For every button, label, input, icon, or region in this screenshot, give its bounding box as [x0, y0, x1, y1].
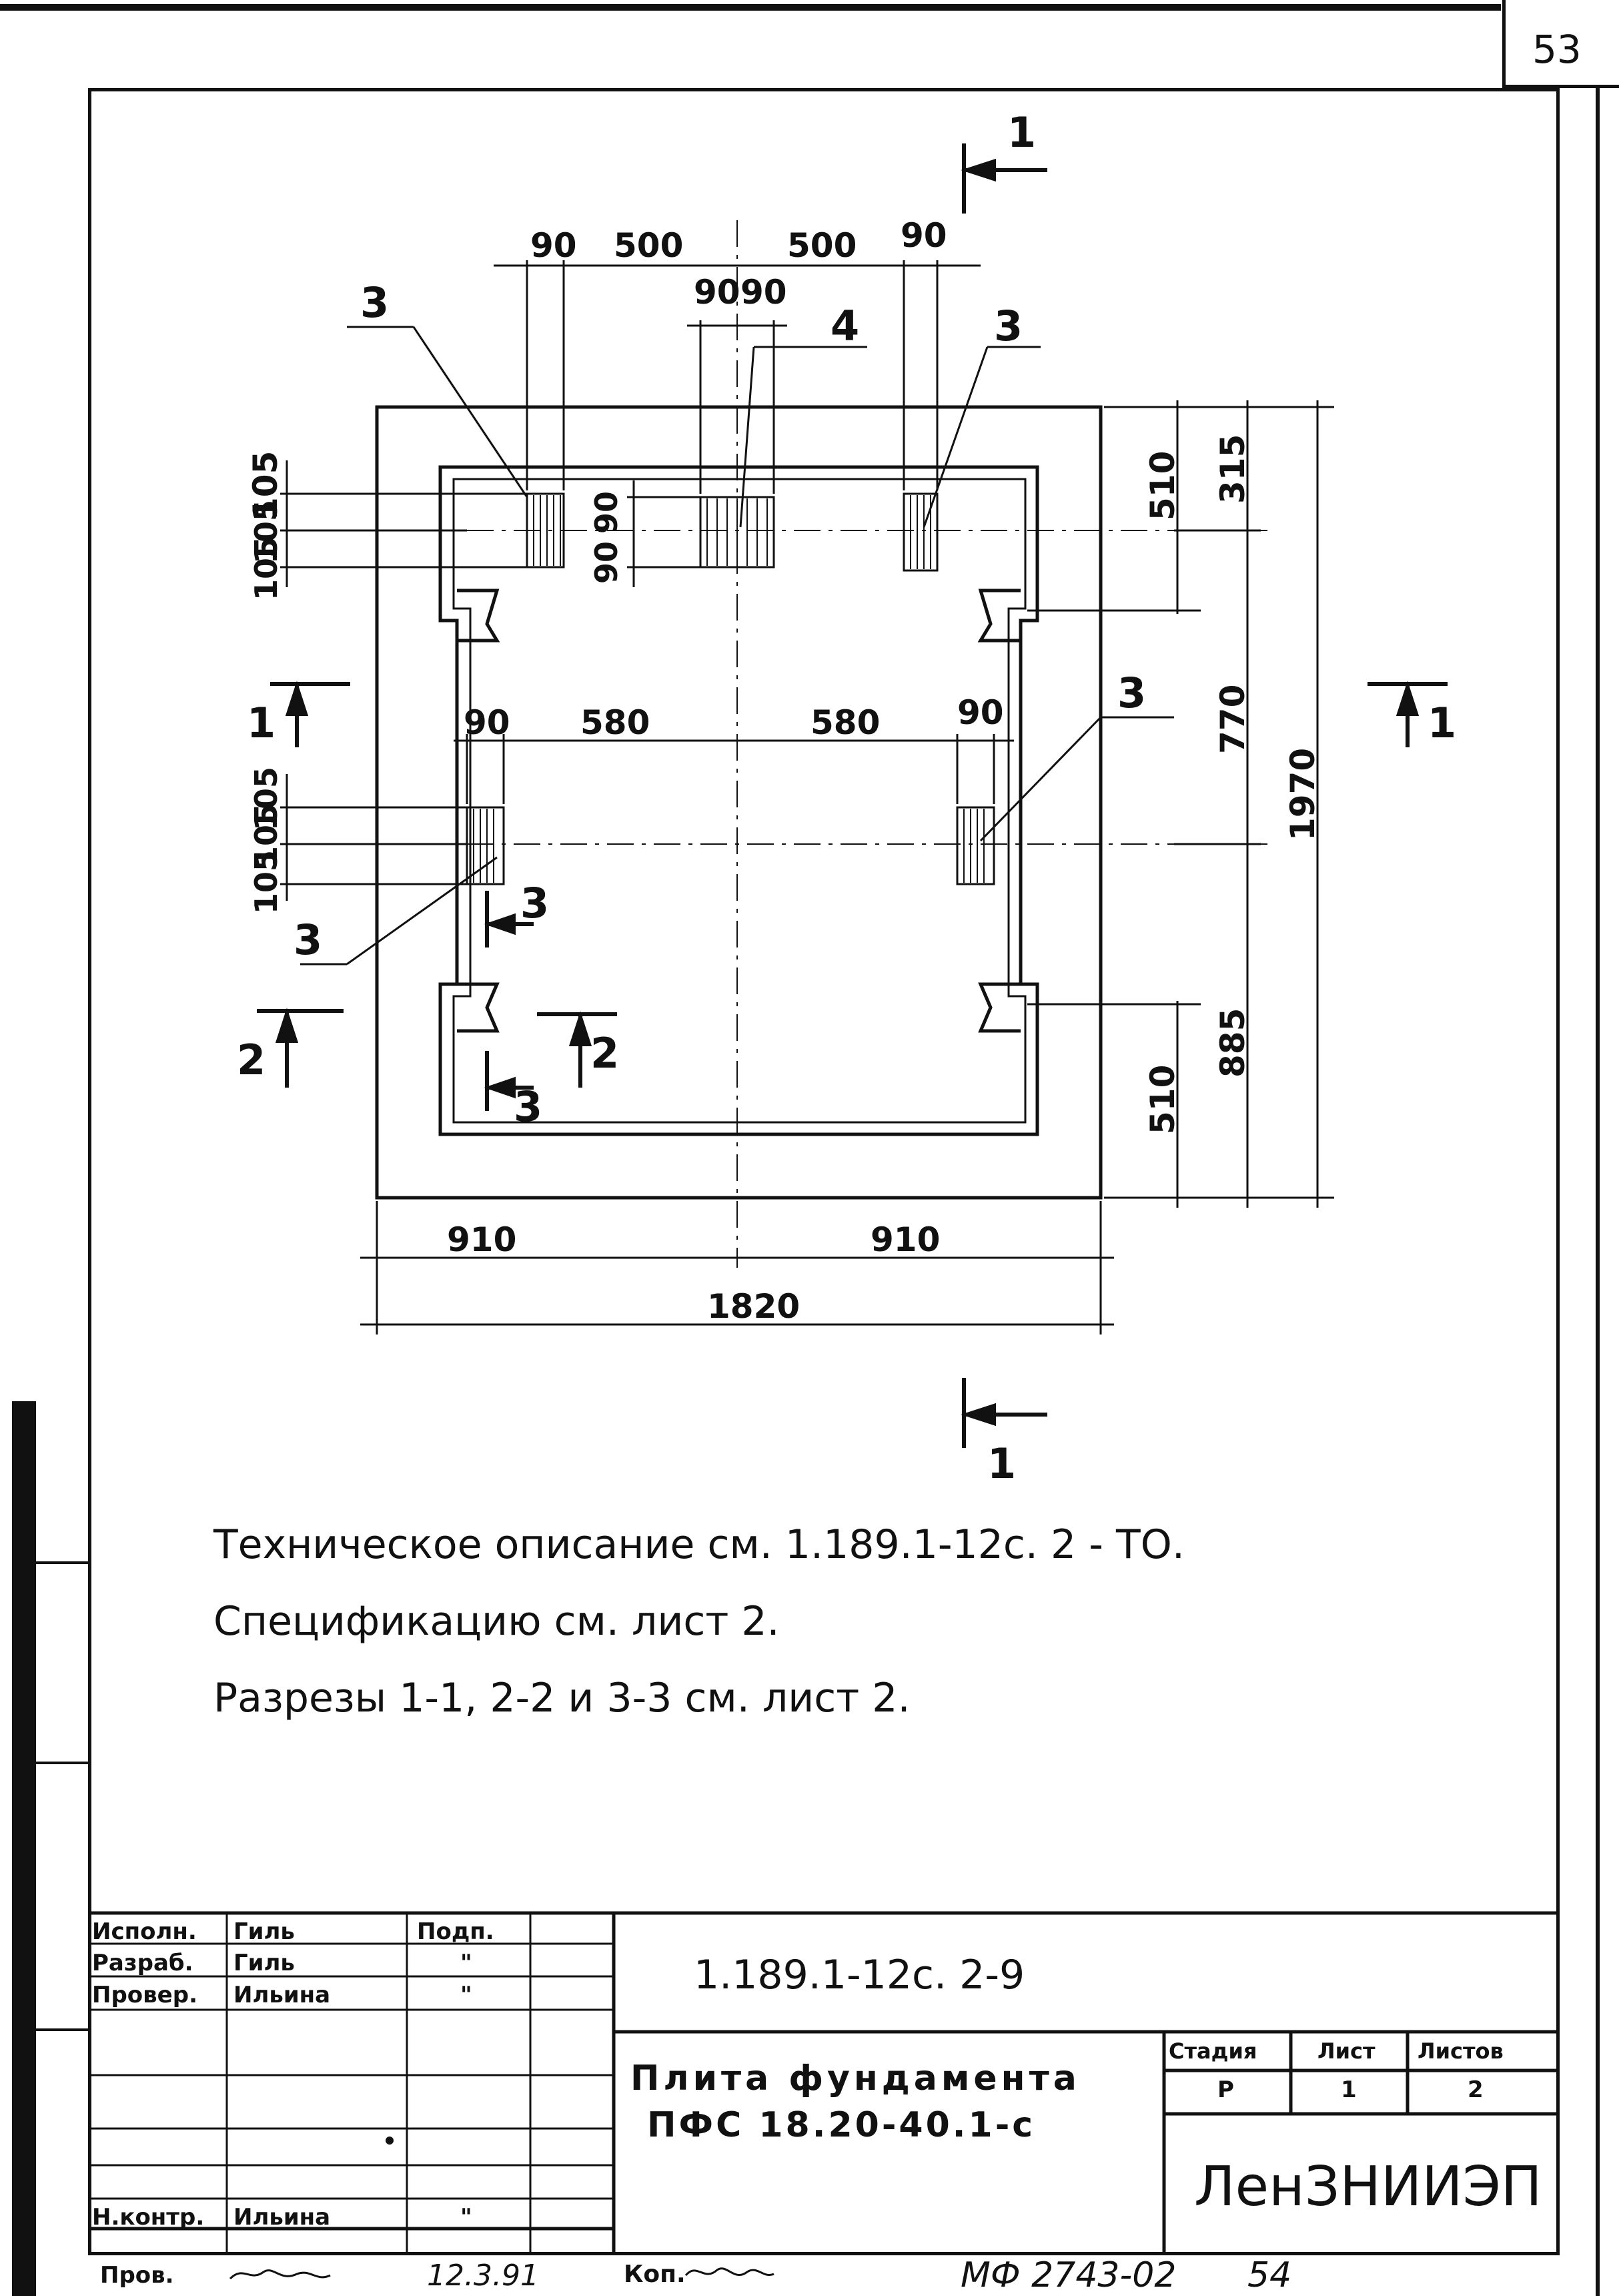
dim-text: 580 — [811, 703, 880, 742]
footer-kop-label: Коп. — [624, 2261, 686, 2288]
note-sections: Разрезы 1-1, 2-2 и 3-3 см. лист 2. — [213, 1675, 911, 1721]
binding-mark — [36, 1561, 88, 1564]
tb-sign: Подп. — [417, 1918, 494, 1945]
dim-text: 510 — [1143, 1065, 1182, 1134]
section-label: 1 — [247, 699, 276, 747]
dim-text: 105 — [248, 500, 284, 564]
sheet-corner-box: 53 — [1502, 0, 1619, 88]
dim-text: 510 — [1143, 451, 1182, 520]
tb-role: Разраб. — [92, 1950, 193, 1976]
dim-text: 315 — [1213, 434, 1252, 504]
organization-name: ЛенЗНИИЭП — [1194, 2155, 1542, 2219]
tb-name: Гиль — [233, 1950, 295, 1976]
tb-name: Гиль — [233, 1918, 295, 1945]
section-label: 1 — [987, 1439, 1016, 1488]
callout-number: 3 — [994, 302, 1023, 350]
embedded-plate — [956, 806, 995, 885]
stage-value: Р — [1217, 2076, 1234, 2103]
section-label: 1 — [1007, 108, 1036, 157]
top-border-rule — [0, 4, 1501, 11]
footer-page: 54 — [1247, 2255, 1292, 2295]
dim-text: 910 — [447, 1220, 516, 1259]
section-label: 2 — [590, 1029, 619, 1078]
dim-text: 105 — [248, 767, 284, 831]
tb-role: Исполн. — [92, 1918, 197, 1945]
section-label: 3 — [520, 879, 549, 927]
lifting-lug — [978, 982, 1021, 1033]
drawing-title: Плита фундамента — [630, 2058, 1081, 2098]
dot-mark — [386, 2137, 394, 2145]
drawing-mark: ПФС 18.20-40.1-с — [647, 2105, 1036, 2145]
embedded-plate — [903, 492, 939, 572]
slab-outline — [375, 405, 1103, 1200]
dim-text: 90 — [957, 693, 1004, 732]
tb-sign: " — [460, 1982, 472, 2008]
dim-text: 90 — [740, 273, 787, 312]
dim-text: 90 — [588, 541, 624, 584]
sheet-header: Лист — [1317, 2038, 1376, 2064]
callout-number: 4 — [831, 302, 859, 350]
dim-text: 1820 — [707, 1287, 800, 1326]
sheet-value: 1 — [1341, 2076, 1357, 2103]
dim-text: 90 — [530, 226, 577, 265]
handwritten-signature — [229, 2269, 331, 2280]
section-label: 3 — [514, 1082, 542, 1131]
dim-text: 1970 — [1283, 748, 1322, 841]
lifting-lug — [457, 982, 500, 1033]
callout-number: 3 — [1117, 669, 1146, 717]
dim-text: 500 — [614, 226, 683, 265]
dim-text: 770 — [1213, 685, 1252, 754]
sheets-value: 2 — [1468, 2076, 1484, 2103]
tb-name: Ильина — [233, 1982, 331, 2008]
sheet-corner-number: 53 — [1532, 27, 1582, 72]
dim-text: 90 — [694, 273, 740, 312]
recess-outer — [438, 465, 1039, 1136]
recess-inner — [452, 478, 1027, 1124]
section-label: 2 — [237, 1036, 265, 1084]
dim-text: 90 — [588, 491, 624, 534]
binding-mark — [36, 2028, 88, 2031]
tb-sign: " — [460, 1950, 472, 1976]
callout-number: 3 — [360, 278, 389, 327]
footer-date: 12.3.91 — [427, 2259, 539, 2293]
note-technical-description: Техническое описание см. 1.189.1-12с. 2 … — [213, 1521, 1185, 1568]
lifting-lug — [457, 589, 500, 643]
right-border — [1596, 88, 1600, 2296]
note-specification: Спецификацию см. лист 2. — [213, 1598, 780, 1645]
callout-number: 3 — [294, 915, 322, 964]
dim-text: 885 — [1213, 1008, 1252, 1078]
dim-text: 105 — [248, 850, 284, 914]
dim-text: 105 — [246, 451, 285, 520]
copier-signature — [684, 2267, 774, 2277]
tb-role: Н.контр. — [92, 2204, 205, 2231]
binding-strip — [12, 1401, 36, 2296]
lifting-lug — [977, 589, 1021, 643]
sheets-header: Листов — [1418, 2038, 1504, 2064]
binding-mark — [36, 1762, 88, 1764]
dim-text: 500 — [787, 226, 857, 265]
dim-text: 105 — [248, 536, 284, 601]
footer-inventory: МФ 2743-02 — [961, 2255, 1177, 2295]
embedded-plate — [466, 806, 505, 885]
tb-role: Провер. — [92, 1982, 197, 2008]
tb-name: Ильина — [233, 2204, 331, 2231]
stage-header: Стадия — [1169, 2038, 1257, 2064]
dim-text: 910 — [871, 1220, 940, 1259]
section-label: 1 — [1428, 699, 1456, 747]
doc-code: 1.189.1-12с. 2-9 — [694, 1952, 1025, 1998]
dim-text: 90 — [464, 703, 510, 742]
drawing-frame — [88, 88, 1560, 2255]
dim-text: 90 — [901, 216, 947, 255]
footer-prov-label: Пров. — [100, 2262, 174, 2289]
tb-sign: " — [460, 2204, 472, 2231]
dim-text: 580 — [580, 703, 650, 742]
dim-text: 105 — [248, 803, 284, 867]
